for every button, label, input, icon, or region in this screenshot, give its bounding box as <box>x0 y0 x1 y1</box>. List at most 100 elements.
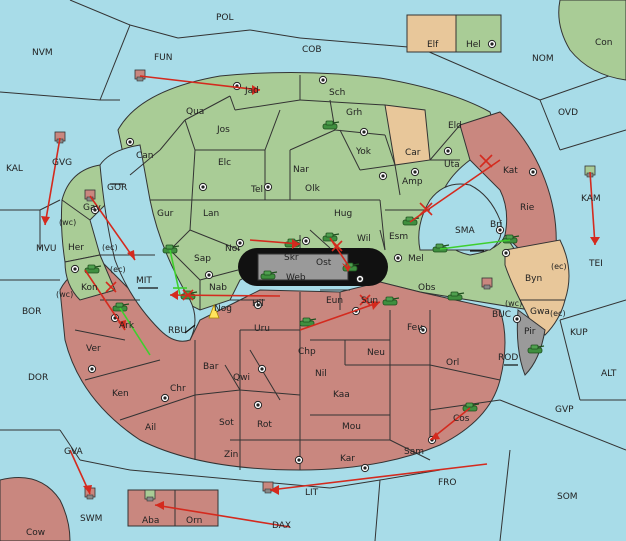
svg-text:(wc): (wc) <box>59 218 76 227</box>
svg-text:Elc: Elc <box>218 158 231 168</box>
svg-text:Kaa: Kaa <box>333 390 350 400</box>
svg-text:Car: Car <box>405 148 421 158</box>
svg-text:SWM: SWM <box>80 514 102 524</box>
svg-text:Ail: Ail <box>145 423 156 433</box>
svg-text:Neu: Neu <box>367 348 385 358</box>
svg-text:Esm: Esm <box>389 232 408 242</box>
coast-arrows <box>110 183 518 366</box>
region-pir[interactable] <box>516 309 546 376</box>
svg-text:Nil: Nil <box>315 369 327 379</box>
svg-text:LIT: LIT <box>305 488 319 498</box>
svg-text:Skr: Skr <box>284 253 299 263</box>
svg-text:GVA: GVA <box>64 447 84 457</box>
svg-text:RBU: RBU <box>168 326 187 336</box>
svg-text:GVP: GVP <box>555 405 574 415</box>
region-orn[interactable] <box>174 489 219 527</box>
svg-text:Jad: Jad <box>244 86 259 96</box>
region-gwa[interactable] <box>519 299 566 336</box>
svg-text:Pir: Pir <box>524 327 536 337</box>
svg-text:SMA: SMA <box>455 226 475 236</box>
svg-text:BOR: BOR <box>22 307 41 317</box>
svg-text:Qwi: Qwi <box>233 373 250 383</box>
svg-text:Orn: Orn <box>186 516 202 526</box>
svg-text:(ec): (ec) <box>110 265 126 274</box>
svg-text:Feu: Feu <box>407 323 423 333</box>
svg-text:Sap: Sap <box>194 254 211 264</box>
svg-text:Grh: Grh <box>346 108 362 118</box>
svg-text:Ken: Ken <box>112 389 129 399</box>
svg-text:POL: POL <box>216 13 234 23</box>
svg-text:(wc): (wc) <box>56 290 73 299</box>
svg-text:Wil: Wil <box>357 234 371 244</box>
inner-sma <box>418 183 502 251</box>
svg-text:(ec): (ec) <box>550 309 566 318</box>
svg-text:Mou: Mou <box>342 422 361 432</box>
svg-text:Eun: Eun <box>326 296 343 306</box>
svg-text:Aba: Aba <box>142 516 159 526</box>
svg-text:Nor: Nor <box>225 244 241 254</box>
svg-text:Rot: Rot <box>257 420 272 430</box>
svg-text:TEI: TEI <box>588 259 603 269</box>
svg-text:BUC: BUC <box>492 310 511 320</box>
svg-text:Nab: Nab <box>209 283 227 293</box>
svg-text:Sot: Sot <box>219 418 234 428</box>
svg-text:Gav: Gav <box>83 203 101 213</box>
svg-text:GOR: GOR <box>107 183 127 193</box>
map-labels: POL FUN COB NVM NOM Con Elf Hel OVD KAL … <box>6 13 617 538</box>
region-con[interactable] <box>558 0 626 81</box>
red-borders <box>74 289 501 470</box>
svg-text:(ec): (ec) <box>102 243 118 252</box>
svg-text:Sch: Sch <box>329 88 345 98</box>
region-cow[interactable] <box>0 477 71 541</box>
svg-text:Kar: Kar <box>340 454 355 464</box>
svg-text:Uta: Uta <box>444 160 460 170</box>
svg-text:Chp: Chp <box>298 347 316 357</box>
svg-text:Rie: Rie <box>520 203 535 213</box>
svg-text:(wc): (wc) <box>505 299 522 308</box>
svg-text:KAL: KAL <box>6 164 23 174</box>
svg-text:Nog: Nog <box>214 304 232 314</box>
svg-text:Mel: Mel <box>408 254 424 264</box>
svg-text:(ec): (ec) <box>551 262 567 271</box>
svg-text:Hil: Hil <box>252 299 264 309</box>
svg-text:FRO: FRO <box>438 478 457 488</box>
svg-text:Hug: Hug <box>334 209 352 219</box>
cut-orders <box>105 154 493 306</box>
svg-text:DAX: DAX <box>272 521 291 531</box>
svg-text:NOM: NOM <box>532 54 554 64</box>
svg-text:SOM: SOM <box>557 492 578 502</box>
svg-text:Cos: Cos <box>453 414 470 424</box>
svg-text:Zin: Zin <box>224 450 238 460</box>
order-arrowheads <box>41 85 600 510</box>
svg-text:Tel: Tel <box>250 185 263 195</box>
svg-text:Nar: Nar <box>293 165 309 175</box>
svg-text:Ark: Ark <box>119 321 135 331</box>
svg-text:OVD: OVD <box>558 108 578 118</box>
region-aba[interactable] <box>127 489 176 527</box>
region-elf[interactable] <box>406 14 457 53</box>
svg-text:Sun: Sun <box>361 296 378 306</box>
svg-text:KAM: KAM <box>581 194 601 204</box>
svg-text:DOR: DOR <box>28 373 48 383</box>
svg-text:Kon: Kon <box>81 283 98 293</box>
green-borders <box>100 75 461 310</box>
svg-text:GVG: GVG <box>52 158 72 168</box>
svg-text:ROD: ROD <box>498 353 518 363</box>
svg-text:MIT: MIT <box>136 276 152 286</box>
region-kat-rie[interactable] <box>459 111 557 261</box>
svg-text:COB: COB <box>302 45 322 55</box>
svg-text:Ver: Ver <box>86 344 101 354</box>
svg-text:ALT: ALT <box>601 369 617 379</box>
svg-text:Jos: Jos <box>216 125 230 135</box>
svg-text:KUP: KUP <box>570 328 588 338</box>
svg-text:Con: Con <box>595 38 613 48</box>
svg-text:FUN: FUN <box>154 53 173 63</box>
svg-text:Sam: Sam <box>404 447 424 457</box>
svg-text:Amp: Amp <box>402 177 423 187</box>
svg-text:Orl: Orl <box>446 358 459 368</box>
svg-text:Olk: Olk <box>305 184 321 194</box>
svg-text:Lan: Lan <box>203 209 219 219</box>
svg-text:Byn: Byn <box>525 274 542 284</box>
